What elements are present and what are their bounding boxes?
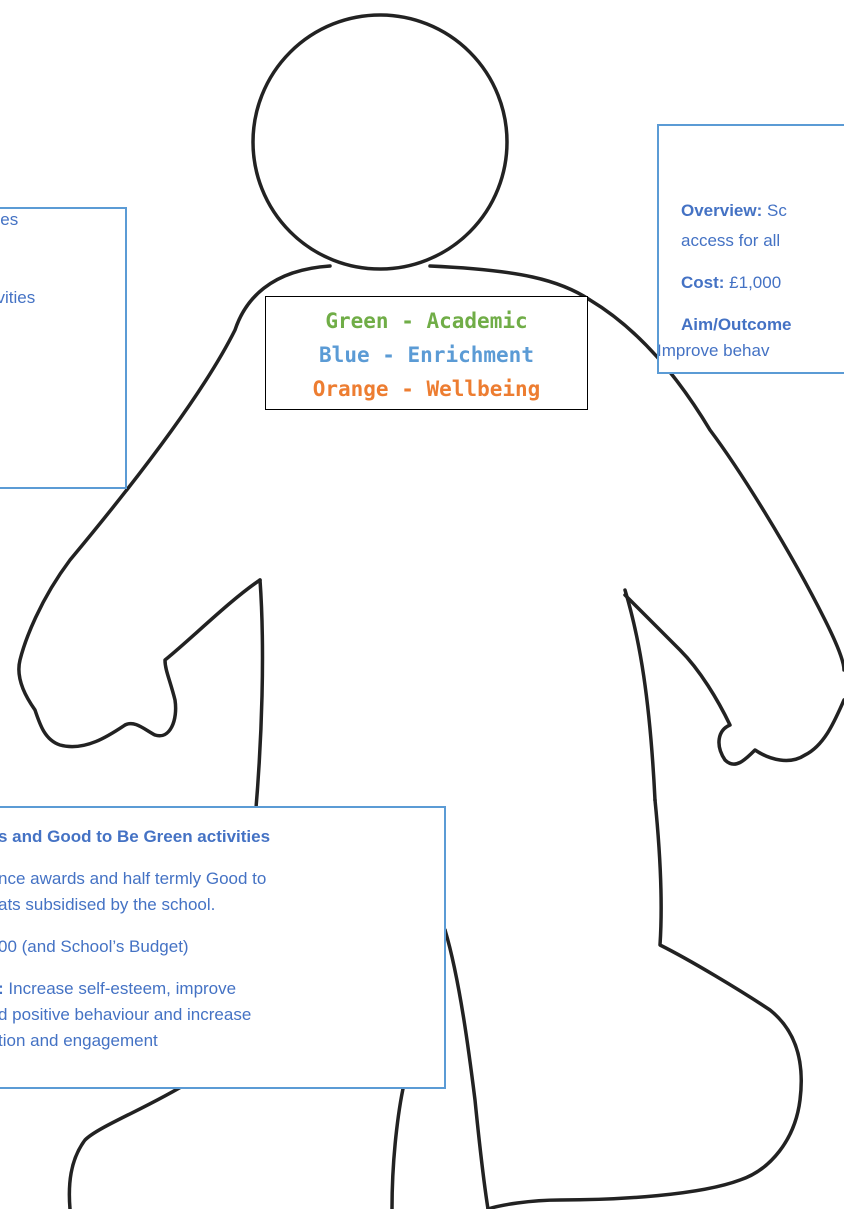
- bottom-card-aim-text: Increase self-esteem, improve: [3, 979, 237, 998]
- left-card-line-1: ities: [0, 210, 19, 229]
- right-foot-outline: [486, 798, 803, 1209]
- overview-line: Overview: Sc: [681, 198, 787, 224]
- right-body-outline: [623, 588, 657, 802]
- bottom-card-line-2: ats subsidised by the school.: [0, 895, 216, 914]
- cost-value: £1,000: [724, 273, 782, 292]
- left-card-line-2: tivities: [0, 288, 36, 307]
- overview-text: Sc: [762, 201, 787, 220]
- bottom-card-aim-colon: :: [0, 979, 4, 998]
- cost-label: Cost:: [681, 273, 725, 292]
- bottom-card-line-1: nce awards and half termly Good to: [0, 869, 267, 888]
- legend-academic: Green - Academic: [325, 309, 528, 333]
- overview-line-2: access for all: [681, 231, 781, 250]
- overview-label: Overview:: [681, 201, 763, 220]
- aim-label: Aim/Outcome: [681, 315, 792, 334]
- right-hand-outline: [623, 593, 844, 766]
- bottom-info-card: s and Good to Be Green activities nce aw…: [0, 806, 446, 1089]
- bottom-card-title: s and Good to Be Green activities: [0, 827, 271, 846]
- legend-enrichment: Blue - Enrichment: [319, 343, 534, 367]
- right-leg-inner-outline: [443, 928, 490, 1209]
- bottom-card-line-3: 00 (and School’s Budget): [0, 937, 189, 956]
- bottom-card-line-5: d positive behaviour and increase: [0, 1005, 252, 1024]
- head-outline: [251, 13, 509, 271]
- cost-line: Cost: £1,000: [681, 270, 781, 296]
- right-arm-outline: [428, 264, 844, 672]
- bottom-card-line-4: : Increase self-esteem, improve: [0, 976, 236, 1002]
- left-info-card: ities tivities: [0, 207, 127, 489]
- bottom-card-line-6: tion and engagement: [0, 1031, 158, 1050]
- color-legend: Green - Academic Blue - Enrichment Orang…: [265, 296, 588, 410]
- aim-line-2: Improve behav: [657, 341, 770, 360]
- left-arm-outline: [17, 264, 332, 749]
- right-info-card: Overview: Sc access for all Cost: £1,000…: [657, 124, 844, 374]
- left-body-outline: [253, 578, 265, 822]
- legend-wellbeing: Orange - Wellbeing: [312, 377, 541, 401]
